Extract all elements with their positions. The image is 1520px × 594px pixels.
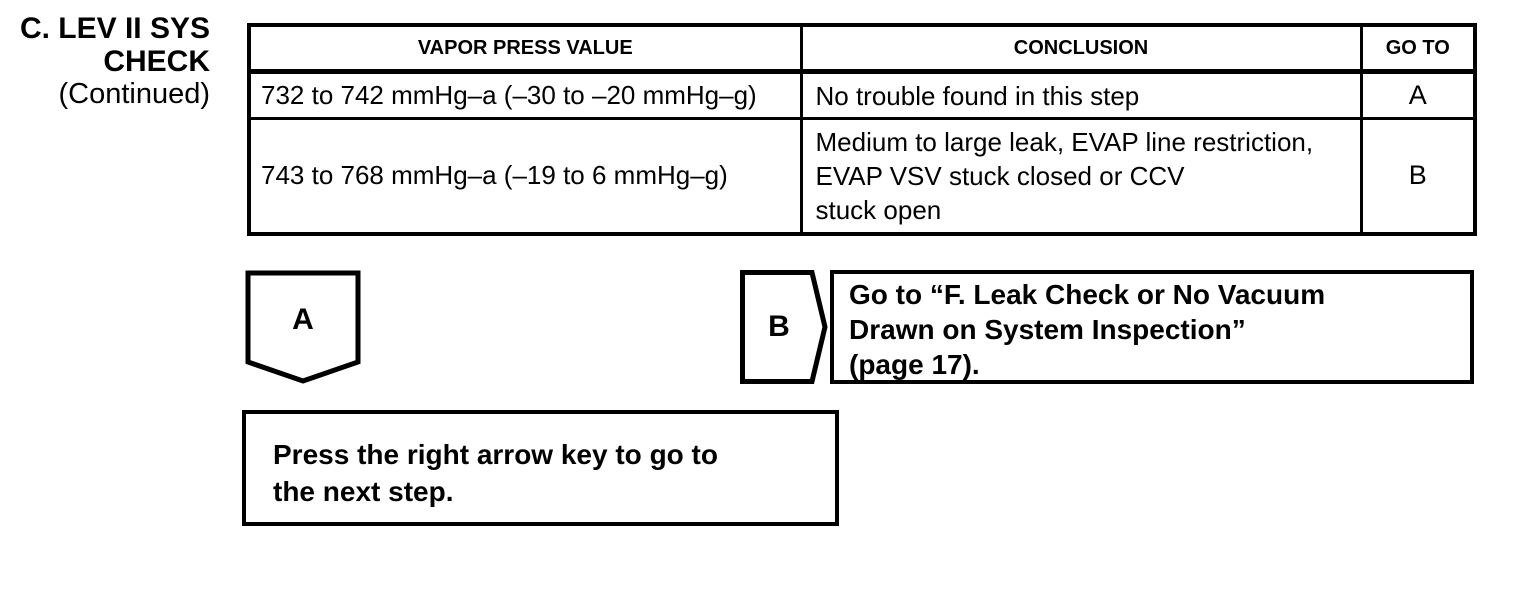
cell-conclusion: Medium to large leak, EVAP line restrict… bbox=[799, 117, 1363, 235]
connector-b: B bbox=[740, 270, 828, 384]
connector-a: A bbox=[245, 270, 361, 384]
cell-go-to: B bbox=[1359, 117, 1477, 235]
column-header-vapor-press-value: VAPOR PRESS VALUE bbox=[247, 23, 803, 74]
vapor-press-results-table: VAPOR PRESS VALUE CONCLUSION GO TO 732 t… bbox=[247, 23, 1477, 236]
connector-b-label: B bbox=[768, 310, 790, 343]
table-row: 732 to 742 mmHg–a (–30 to –20 mmHg–g) No… bbox=[247, 70, 1477, 120]
section-heading-line-2: CHECK bbox=[103, 45, 210, 78]
cell-conclusion: No trouble found in this step bbox=[799, 70, 1363, 120]
connector-a-label: A bbox=[292, 303, 314, 336]
cell-go-to: A bbox=[1359, 70, 1477, 120]
section-heading-line-1: C. LEV II SYS bbox=[19, 12, 210, 45]
cell-vapor-press-value: 743 to 768 mmHg–a (–19 to 6 mmHg–g) bbox=[247, 117, 803, 235]
table-header-row: VAPOR PRESS VALUE CONCLUSION GO TO bbox=[247, 23, 1477, 74]
flag-down-shape-icon bbox=[245, 270, 361, 384]
section-heading-continued: (Continued) bbox=[58, 78, 210, 110]
table-row: 743 to 768 mmHg–a (–19 to 6 mmHg–g) Medi… bbox=[247, 117, 1477, 235]
section-heading: C. LEV II SYS CHECK (Continued) bbox=[16, 12, 210, 111]
go-to-leak-check-box: Go to “F. Leak Check or No Vacuum Drawn … bbox=[830, 270, 1474, 384]
pentagon-right-shape-icon bbox=[740, 270, 828, 384]
next-step-instruction-box: Press the right arrow key to go to the n… bbox=[242, 410, 839, 526]
column-header-conclusion: CONCLUSION bbox=[799, 23, 1363, 74]
column-header-go-to: GO TO bbox=[1359, 23, 1477, 74]
cell-vapor-press-value: 732 to 742 mmHg–a (–30 to –20 mmHg–g) bbox=[247, 70, 803, 120]
